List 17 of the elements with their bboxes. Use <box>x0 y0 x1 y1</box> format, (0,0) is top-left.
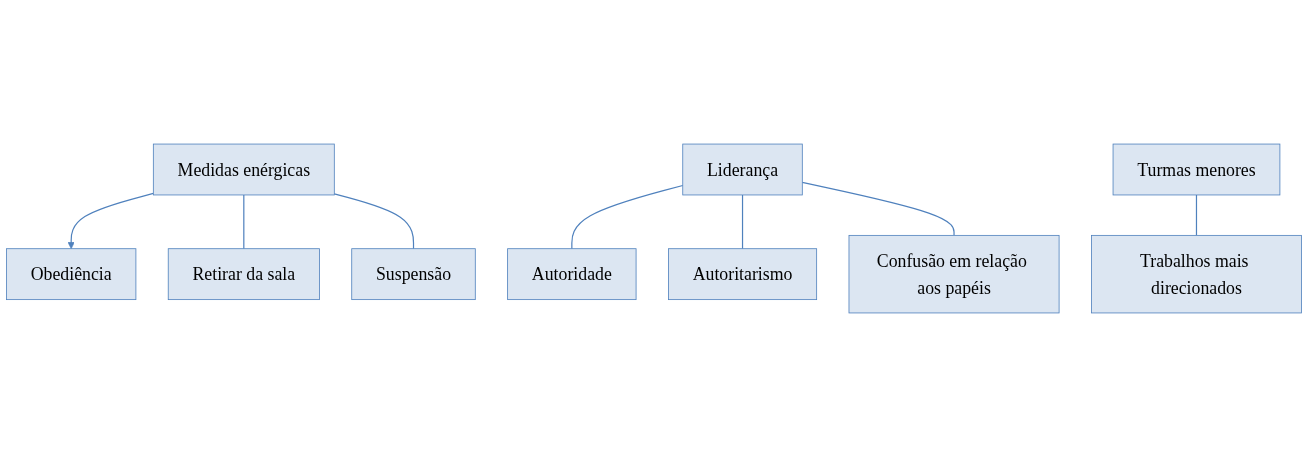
node-box: Autoridade <box>507 248 637 301</box>
connector <box>1195 194 1198 236</box>
node-box: Trabalhos mais direcionados <box>1091 234 1302 314</box>
connector <box>333 193 415 250</box>
node-box: Autoritarismo <box>668 248 818 301</box>
arrow <box>67 192 154 250</box>
node-box: Liderança <box>682 143 803 196</box>
node-box: Turmas menores <box>1112 143 1281 196</box>
node-box: Obediência <box>6 248 137 301</box>
connector <box>571 184 684 250</box>
node-box: Suspensão <box>351 248 476 301</box>
node-box: Retirar da sala <box>167 248 320 301</box>
connector <box>243 194 245 250</box>
connector <box>801 181 955 236</box>
connector <box>741 194 744 250</box>
node-box: Confusão em relação aos papéis <box>848 234 1060 314</box>
node-box: Medidas enérgicas <box>152 143 335 196</box>
